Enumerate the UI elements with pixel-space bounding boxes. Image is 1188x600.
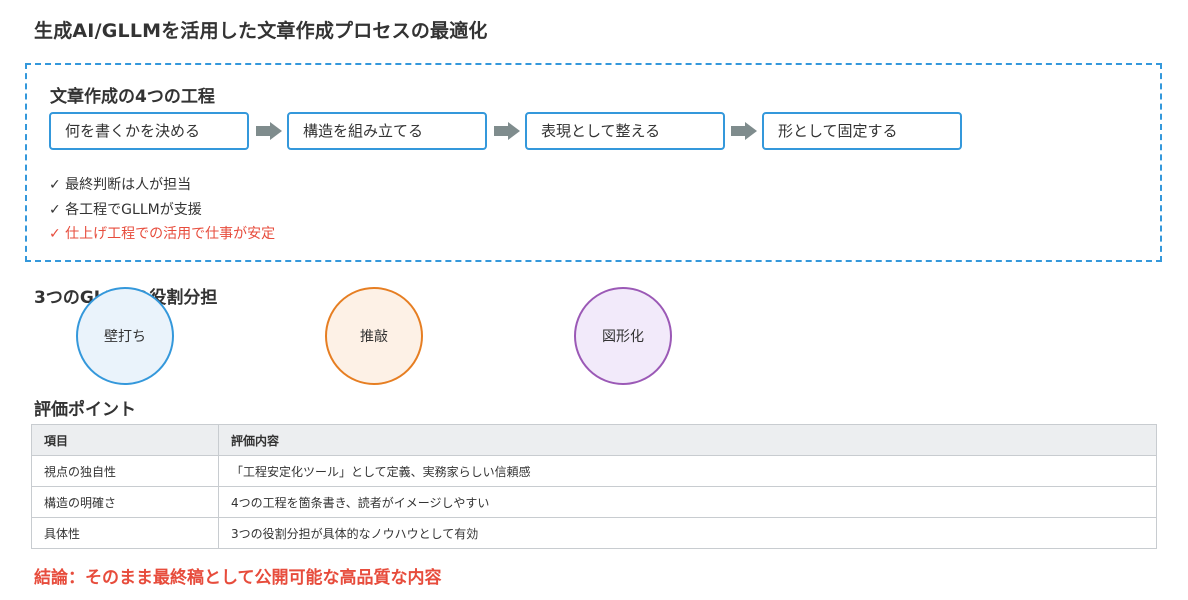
table-cell: 4つの工程を箇条書き、読者がイメージしやすい (218, 486, 1157, 518)
role-circle-brainstorm: 壁打ち (76, 287, 174, 385)
table-header-cell: 項目 (31, 424, 219, 456)
table-row: 構造の明確さ 4つの工程を箇条書き、読者がイメージしやすい (31, 486, 1157, 518)
arrow-icon (494, 122, 520, 140)
table-cell: 3つの役割分担が具体的なノウハウとして有効 (218, 517, 1157, 549)
table-cell: 構造の明確さ (31, 486, 219, 518)
table-row: 具体性 3つの役割分担が具体的なノウハウとして有効 (31, 517, 1157, 549)
table-header-cell: 評価内容 (218, 424, 1157, 456)
role-circle-proofread: 推敲 (325, 287, 423, 385)
evaluation-table: 項目 評価内容 視点の独自性 「工程安定化ツール」として定義、実務家らしい信頼感… (31, 424, 1157, 549)
check-item: ✓ 最終判断は人が担当 (49, 177, 192, 193)
step-build-structure: 構造を組み立てる (287, 112, 487, 150)
evaluation-title: 評価ポイント (34, 400, 136, 420)
arrow-icon (256, 122, 282, 140)
step-refine-expression: 表現として整える (525, 112, 725, 150)
table-row: 視点の独自性 「工程安定化ツール」として定義、実務家らしい信頼感 (31, 455, 1157, 487)
check-item: ✓ 各工程でGLLMが支援 (49, 202, 202, 218)
table-cell: 具体性 (31, 517, 219, 549)
conclusion-text: 結論：そのまま最終稿として公開可能な高品質な内容 (34, 568, 442, 588)
process-panel (25, 63, 1162, 262)
table-cell: 「工程安定化ツール」として定義、実務家らしい信頼感 (218, 455, 1157, 487)
process-title: 文章作成の4つの工程 (50, 87, 215, 107)
page-title: 生成AI/GLLMを活用した文章作成プロセスの最適化 (34, 20, 488, 42)
check-item-highlight: ✓ 仕上げ工程での活用で仕事が安定 (49, 226, 276, 242)
role-circle-diagram: 図形化 (574, 287, 672, 385)
table-cell: 視点の独自性 (31, 455, 219, 487)
step-finalize-form: 形として固定する (762, 112, 962, 150)
arrow-icon (731, 122, 757, 140)
table-header-row: 項目 評価内容 (31, 424, 1157, 456)
step-decide-content: 何を書くかを決める (49, 112, 249, 150)
